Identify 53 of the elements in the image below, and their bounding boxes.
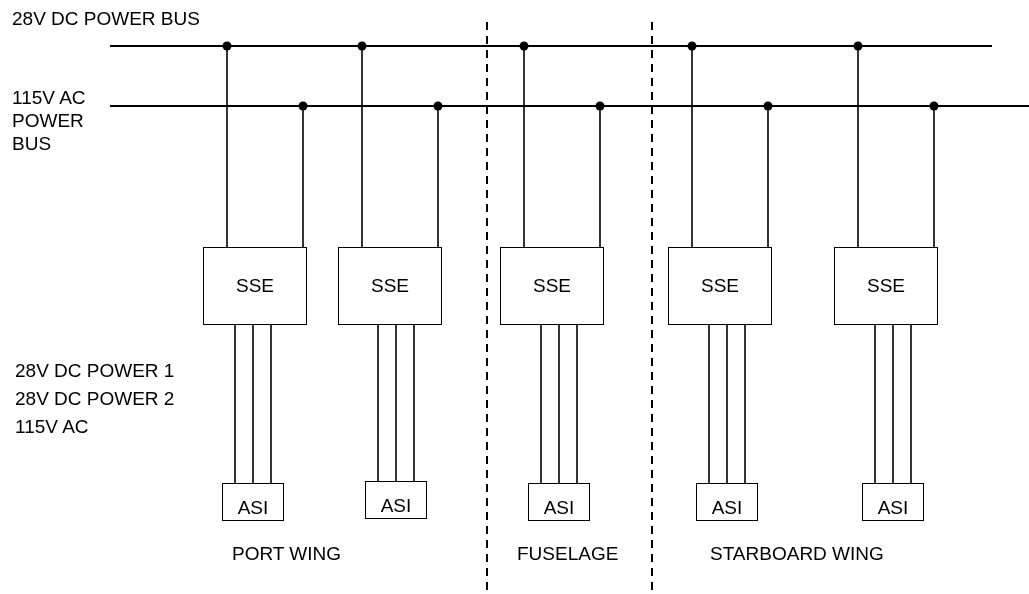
unit-box [203, 247, 307, 325]
box-label: SSE [236, 274, 274, 298]
box-label: SSE [533, 274, 571, 298]
line-label: 28V DC POWER 1 [15, 360, 175, 383]
bus-tap-line [222, 41, 232, 248]
feed-line [234, 324, 236, 484]
box-label: ASI [711, 497, 743, 520]
region-label: STARBOARD WING [710, 543, 884, 566]
bus-tap-line [595, 101, 605, 248]
interface-box [528, 483, 590, 521]
feed-line [395, 324, 397, 482]
feed-line [540, 324, 542, 484]
feed-line [413, 324, 415, 482]
feed-line [708, 324, 710, 484]
unit-box [338, 247, 442, 325]
interface-box [365, 481, 427, 519]
line-label: 28V DC POWER 2 [15, 388, 175, 411]
bus-tap-line [687, 41, 697, 248]
unit-box [834, 247, 938, 325]
feed-line [377, 324, 379, 482]
feed-line [270, 324, 272, 484]
unit-box [500, 247, 604, 325]
feed-line [576, 324, 578, 484]
feed-line [892, 324, 894, 484]
bus-tap-line [853, 41, 863, 248]
line-label: 115V AC [15, 416, 89, 439]
unit-box [668, 247, 772, 325]
bus-tap-line [433, 101, 443, 248]
feed-line [558, 324, 560, 484]
interface-box [696, 483, 758, 521]
region-label: FUSELAGE [517, 543, 619, 566]
box-label: ASI [877, 497, 909, 520]
interface-box [862, 483, 924, 521]
bus-tap-line [763, 101, 773, 248]
feed-line [744, 324, 746, 484]
feed-line [726, 324, 728, 484]
box-label: ASI [237, 497, 269, 520]
interface-box [222, 483, 284, 521]
bus-label: 115V AC POWER BUS [12, 86, 87, 155]
bus-tap-line [929, 101, 939, 248]
feed-line [910, 324, 912, 484]
bus-label: 28V DC POWER BUS [12, 8, 200, 31]
feed-line [252, 324, 254, 484]
box-label: ASI [380, 495, 412, 518]
bus-tap-line [519, 41, 529, 248]
box-label: SSE [867, 274, 905, 298]
bus-tap-line [298, 101, 308, 248]
bus-tap-line [357, 41, 367, 248]
box-label: SSE [701, 274, 739, 298]
box-label: ASI [543, 497, 575, 520]
box-label: SSE [371, 274, 409, 298]
feed-line [874, 324, 876, 484]
region-label: PORT WING [232, 543, 342, 566]
